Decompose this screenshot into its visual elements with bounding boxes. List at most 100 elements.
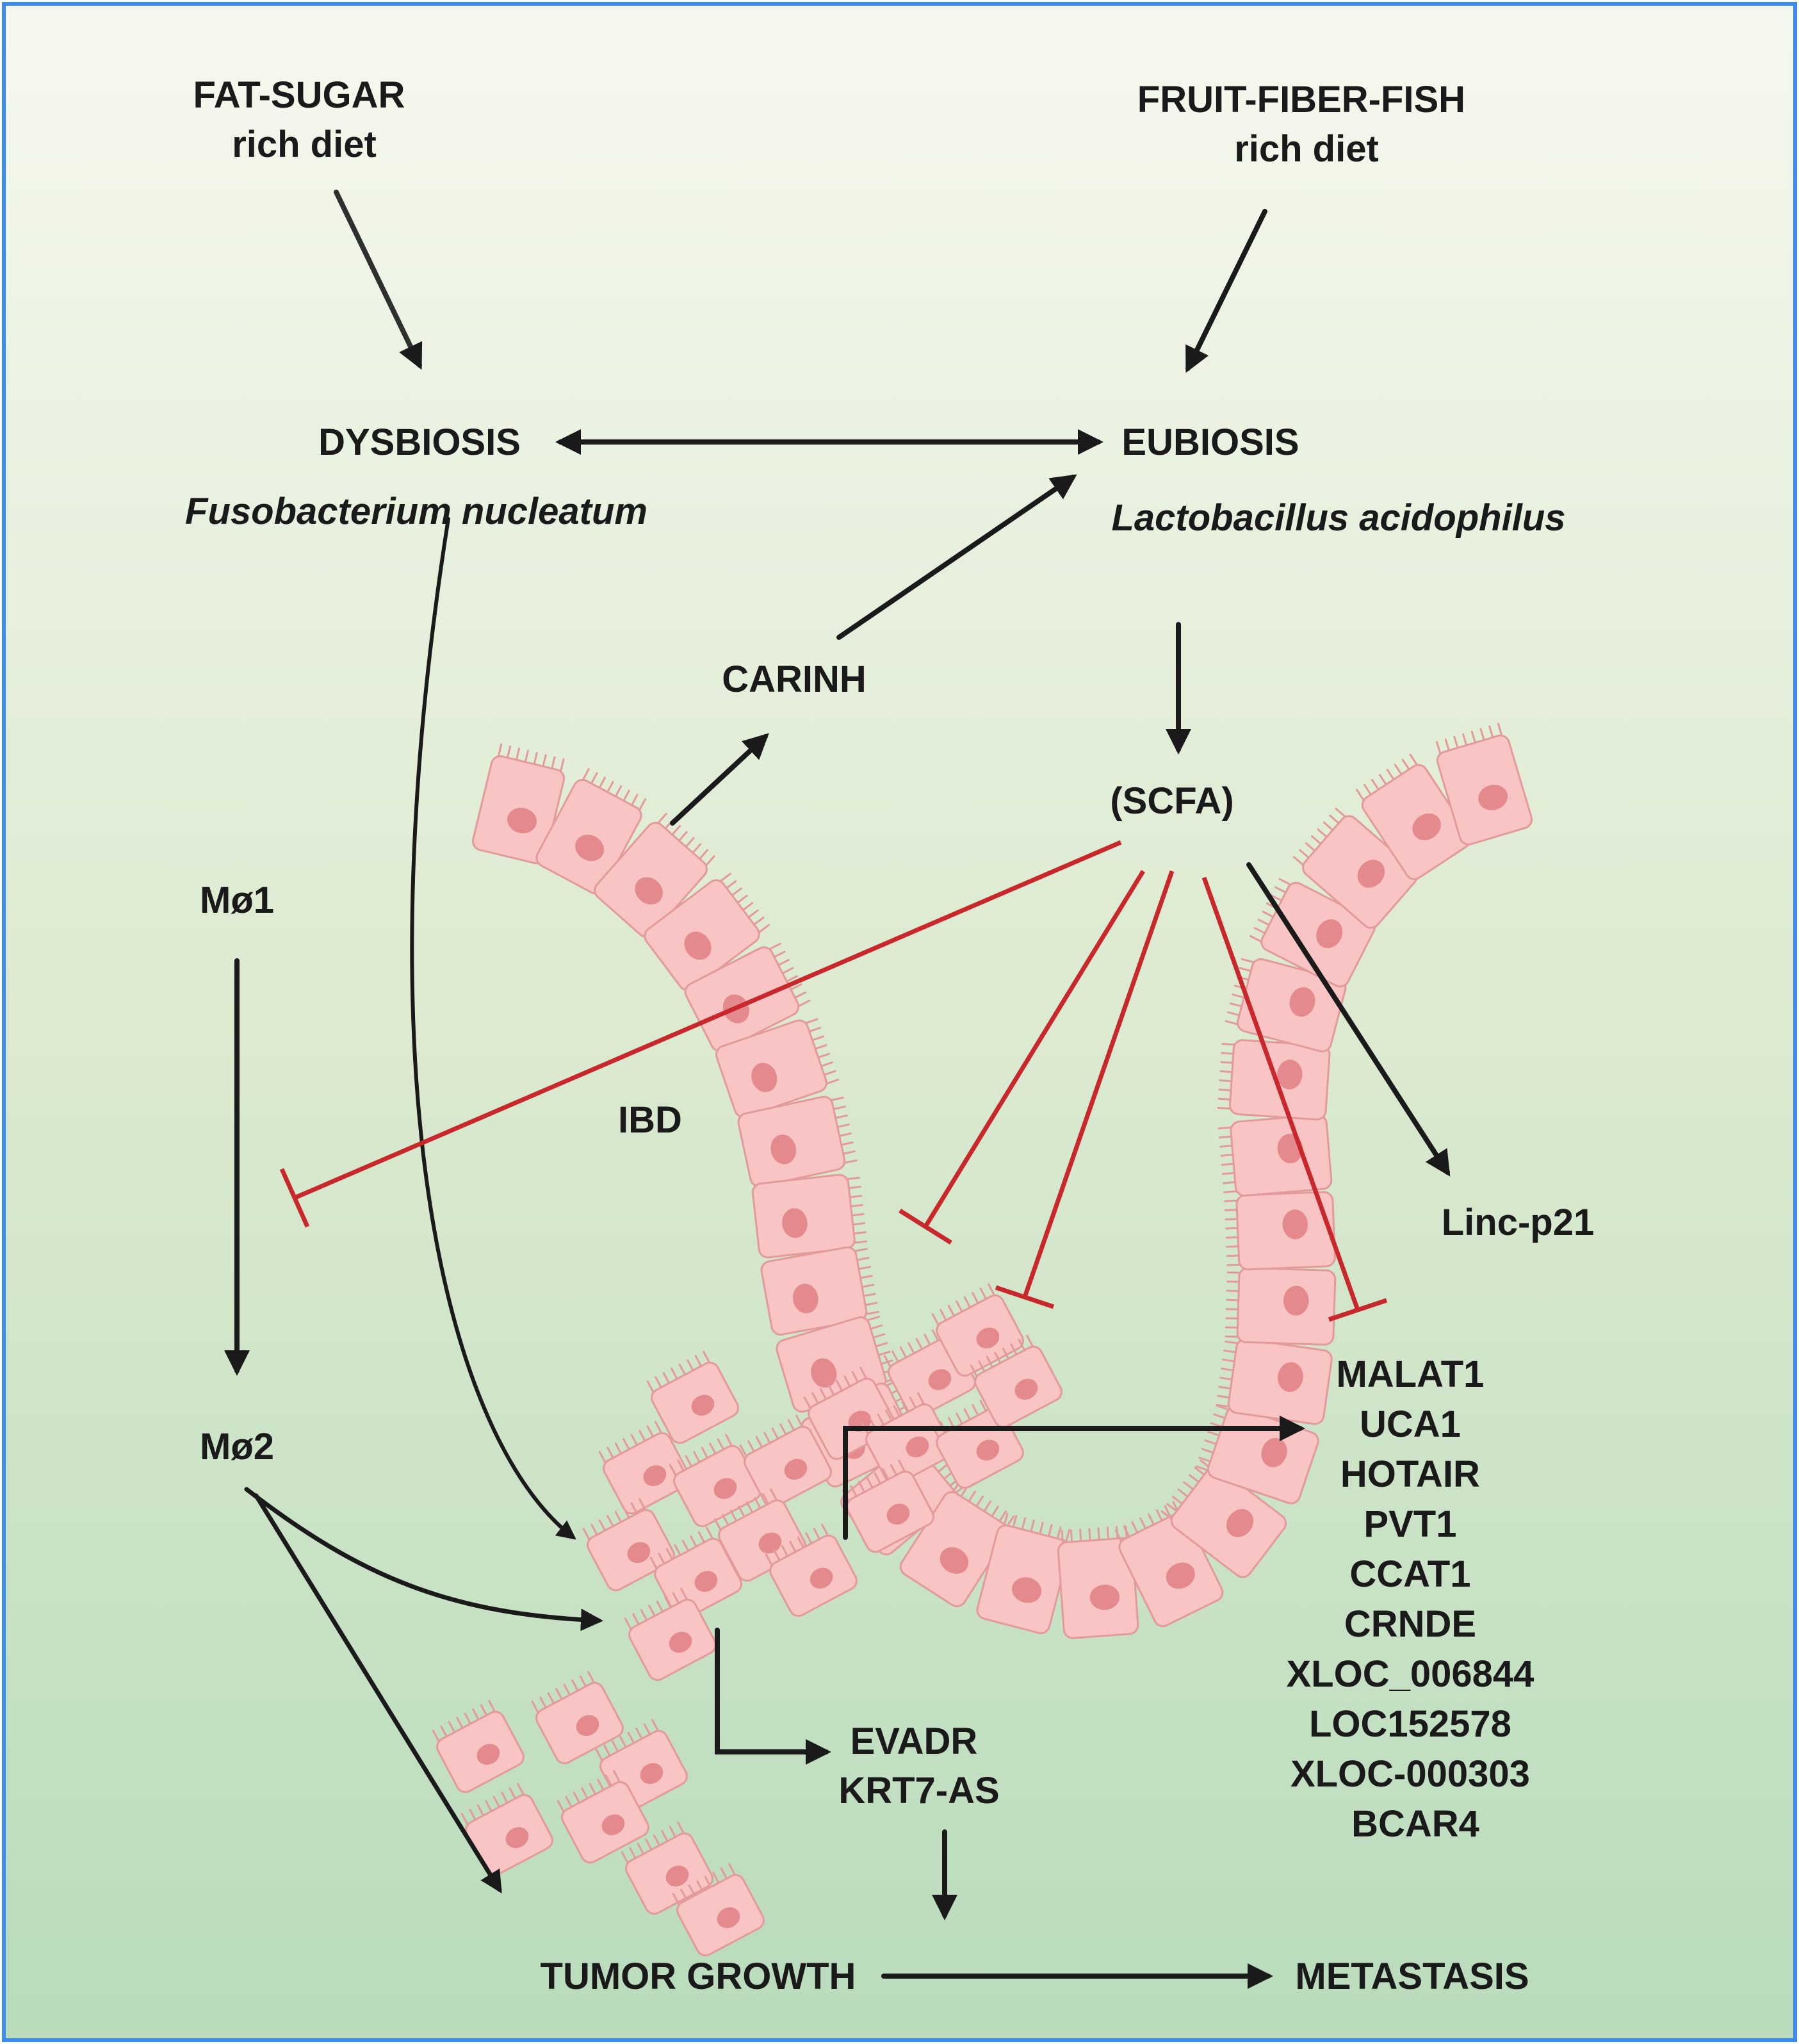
inhibit-scfa-to-tumor-cells-1 [899,870,1145,1245]
lactobacillus-label: Lactobacillus acidophilus [1111,497,1565,539]
cell-nucleus [976,1327,1000,1349]
lncrna-list: MALAT1 UCA1 HOTAIR PVT1 CCAT1 CRNDE XLOC… [1286,1353,1544,1845]
crypt-epithelial-cell [1217,1039,1331,1121]
arrow-tumor-to-evadr [715,1628,831,1765]
lncrna-hotair: HOTAIR [1340,1453,1480,1495]
fat-sugar-diet-label: FAT-SUGAR rich diet [193,74,416,165]
tumor-cell [672,1863,765,1957]
arrow-fruit-fiber-to-eubiosis [1185,209,1267,373]
cell-nucleus [1166,1562,1195,1589]
cell-nucleus [1289,987,1315,1017]
lncrna-uca1: UCA1 [1360,1403,1461,1445]
tumor-cell [861,1392,954,1486]
cell-nucleus [784,1459,808,1480]
crypt-epithelial-cell [471,743,566,865]
crypt-epithelial-cell [1436,723,1533,846]
cell-nucleus [1478,784,1508,811]
tumor-cell [621,1821,713,1915]
cell-nucleus [1357,860,1385,888]
cell-nucleus [782,1208,808,1238]
crypt-epithelial-cell [715,1018,840,1118]
tumor-cell-cluster [432,1283,1062,1957]
crypt-epithelial-cell [899,1480,1015,1608]
crypt-epithelial-cell [1217,1114,1333,1197]
cell-nucleus [476,1744,500,1765]
cell-nucleus [940,1547,969,1574]
arrow-mo2-to-tumor-cells [244,1487,603,1631]
tumor-cell [931,1283,1024,1377]
cell-nucleus [713,1478,737,1500]
cell-nucleus [1316,919,1343,949]
cell-nucleus [505,1827,529,1849]
lncrna-loc152578: LOC152578 [1309,1703,1511,1745]
lncrna-malat1: MALAT1 [1336,1353,1484,1395]
cell-nucleus [665,1865,689,1887]
tumor-cell [624,1587,717,1681]
cell-nucleus [684,931,712,960]
cell-nucleus [792,1284,818,1314]
cell-nucleus [928,1369,952,1391]
cell-nucleus [1277,1059,1303,1090]
crypt-epithelial-cell [760,1246,879,1336]
tumor-cell [531,1671,624,1765]
cell-nucleus [576,1715,599,1737]
arrow-crypt-to-carinh [670,733,769,826]
crypt-epithelial-cell [1225,958,1347,1052]
inhibit-scfa-to-tumor-cells-2 [995,870,1175,1309]
cell-nucleus [1014,1378,1038,1400]
cell-nucleus [694,1571,718,1592]
crypt-epithelial-cell [1224,1191,1336,1271]
tumor-cell [739,1414,832,1508]
tumor-cell [598,1421,691,1515]
evadr-label: EVADR KRT7-AS [838,1721,999,1811]
cell-nucleus [640,1763,663,1785]
cell-nucleus [1089,1584,1120,1610]
cell-nucleus [906,1436,929,1458]
tumor-cell [432,1699,525,1794]
arrow-fat-sugar-to-dysbiosis [334,190,423,370]
inhibition-lines [279,840,1388,1322]
cell-nucleus [643,1465,667,1487]
mo2-label: Mø2 [200,1426,274,1468]
cell-nucleus [976,1439,1000,1461]
tumor-cell [765,1523,858,1617]
inhibit-scfa-to-lncrna-list [1201,876,1388,1322]
eubiosis-label: EUBIOSIS [1121,421,1299,463]
crypt-epithelial-cell [644,872,770,992]
crypt-epithelial-cell [1216,1338,1333,1425]
crypt-epithelial-cell [1225,1266,1337,1346]
dysbiosis-label: DYSBIOSIS [318,421,521,463]
crypt-epithelial-cell [1292,807,1418,929]
tumor-cell [582,1498,675,1592]
lncrna-ccat1: CCAT1 [1349,1553,1470,1595]
tumor-cell [970,1334,1062,1428]
cell-nucleus [601,1814,625,1836]
tumor-growth-label: TUMOR GROWTH [541,1956,856,1997]
mo1-label: Mø1 [200,879,274,921]
fusobacterium-label: Fusobacterium nucleatum [185,491,647,532]
lncrna-pvt1: PVT1 [1363,1503,1456,1545]
crypt-epithelial-cell [737,1095,858,1188]
cell-nucleus [1261,1437,1287,1468]
crypt-epithelial-cell [751,1173,868,1259]
cell-nucleus [1278,1362,1303,1392]
arrow-carinh-to-eubiosis [836,474,1077,640]
arrow-scfa-to-linc-p21 [1246,862,1451,1177]
cell-nucleus [1012,1577,1042,1603]
cell-nucleus [751,1063,777,1092]
cell-nucleus [717,1907,740,1929]
crypt-epithelial-cell [1160,1459,1287,1578]
crypt-epithelial-cell [1057,1525,1139,1639]
tumor-cell [646,1350,739,1444]
cell-nucleus [507,808,537,833]
crypt-epithelial-cell [976,1512,1071,1635]
cell-nucleus [811,1358,837,1388]
lncrna-crnde: CRNDE [1344,1603,1476,1645]
carinh-label: CARINH [722,658,867,700]
fruit-fiber-fish-diet-label: FRUIT-FIBER-FISH rich diet [1137,79,1476,170]
ibd-label: IBD [618,1099,682,1141]
arrow-fusobacterium-to-tumor [410,517,576,1540]
cell-nucleus [669,1631,692,1653]
